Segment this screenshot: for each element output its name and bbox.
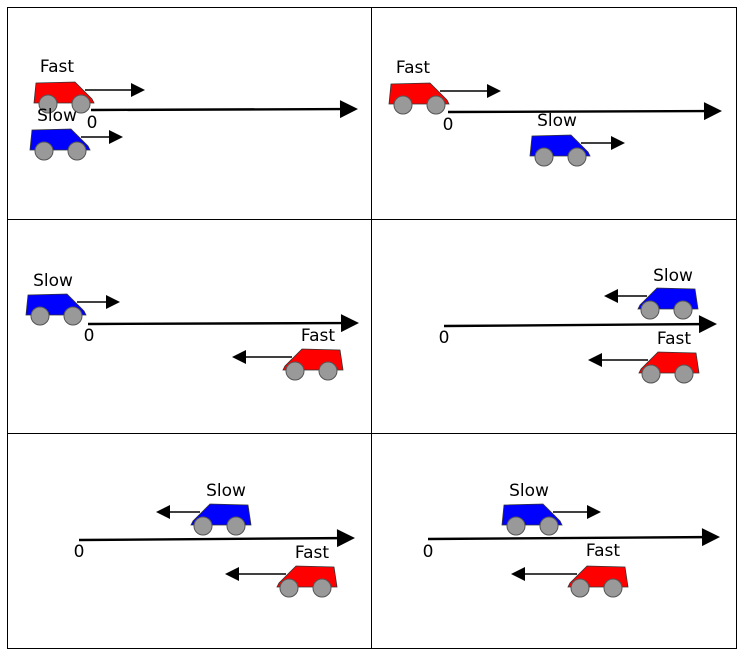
- car-label-fast: Fast: [586, 541, 620, 561]
- car-label-slow: Slow: [537, 111, 577, 131]
- wheel-icon: [603, 578, 623, 598]
- velocity-arrow-slow-panel-6: [553, 505, 601, 519]
- car-label-fast: Fast: [40, 57, 74, 77]
- car-label-slow: Slow: [37, 106, 77, 126]
- wheel-icon: [673, 300, 693, 320]
- car-slow-panel-2: Slow: [529, 111, 591, 167]
- velocity-arrow-slow-panel-2: [581, 136, 625, 150]
- car-fast-panel-3: Fast: [282, 326, 344, 381]
- number-line-panel-6: [427, 528, 720, 547]
- velocity-arrow-fast-panel-4: [588, 353, 648, 367]
- wheel-icon: [30, 306, 50, 326]
- number-line-panel-5: [78, 529, 355, 548]
- zero-label: 0: [443, 115, 454, 135]
- wheel-icon: [534, 147, 554, 167]
- wheel-icon: [285, 361, 305, 381]
- zero-label: 0: [423, 542, 434, 562]
- car-label-slow: Slow: [206, 481, 246, 501]
- velocity-arrow-slow-panel-3: [77, 295, 120, 309]
- wheel-icon: [567, 147, 587, 167]
- wheel-icon: [38, 94, 58, 114]
- wheel-icon: [570, 578, 590, 598]
- car-slow-panel-5: Slow: [190, 481, 252, 536]
- wheel-icon: [640, 300, 660, 320]
- wheel-icon: [193, 516, 213, 536]
- zero-label: 0: [84, 326, 95, 346]
- car-slow-panel-6: Slow: [501, 481, 563, 536]
- car-fast-panel-1: Fast: [33, 57, 95, 114]
- wheel-icon: [279, 578, 299, 598]
- velocity-arrow-fast-panel-1: [85, 83, 145, 97]
- wheel-icon: [71, 94, 91, 114]
- wheel-icon: [67, 141, 87, 161]
- car-label-slow: Slow: [33, 271, 73, 291]
- wheel-icon: [34, 141, 54, 161]
- wheel-icon: [318, 361, 338, 381]
- car-label-slow: Slow: [653, 266, 693, 286]
- zero-label: 0: [74, 542, 85, 562]
- wheel-icon: [426, 95, 446, 115]
- car-slow-panel-1: Slow: [29, 106, 91, 161]
- wheel-icon: [226, 516, 246, 536]
- wheel-icon: [674, 364, 694, 384]
- car-fast-panel-2: Fast: [388, 58, 450, 115]
- wheel-icon: [506, 516, 526, 536]
- zero-label: 0: [439, 328, 450, 348]
- velocity-arrow-fast-panel-2: [440, 84, 501, 98]
- car-label-fast: Fast: [301, 326, 335, 346]
- velocity-arrow-slow-panel-5: [156, 505, 200, 519]
- car-fast-panel-4: Fast: [638, 329, 700, 384]
- wheel-icon: [641, 364, 661, 384]
- velocity-arrow-fast-panel-5: [225, 567, 286, 581]
- number-line-panel-1: [90, 100, 358, 119]
- velocity-arrow-fast-panel-6: [511, 567, 577, 581]
- car-label-fast: Fast: [295, 543, 329, 563]
- car-label-fast: Fast: [657, 329, 691, 349]
- car-label-slow: Slow: [509, 481, 549, 501]
- number-line-panel-2: [447, 102, 722, 121]
- number-line-panel-3: [87, 314, 359, 333]
- car-slow-panel-3: Slow: [25, 271, 87, 326]
- number-line-panel-4: [443, 315, 717, 334]
- wheel-icon: [539, 516, 559, 536]
- car-fast-panel-6: Fast: [567, 541, 629, 598]
- zero-label: 0: [87, 113, 98, 133]
- car-fast-panel-5: Fast: [276, 543, 338, 598]
- velocity-arrow-slow-panel-1: [81, 130, 123, 144]
- car-label-fast: Fast: [396, 58, 430, 78]
- wheel-icon: [312, 578, 332, 598]
- wheel-icon: [63, 306, 83, 326]
- wheel-icon: [393, 95, 413, 115]
- velocity-arrow-fast-panel-3: [232, 350, 292, 364]
- velocity-arrow-slow-panel-4: [604, 289, 647, 303]
- car-slow-panel-4: Slow: [637, 266, 699, 320]
